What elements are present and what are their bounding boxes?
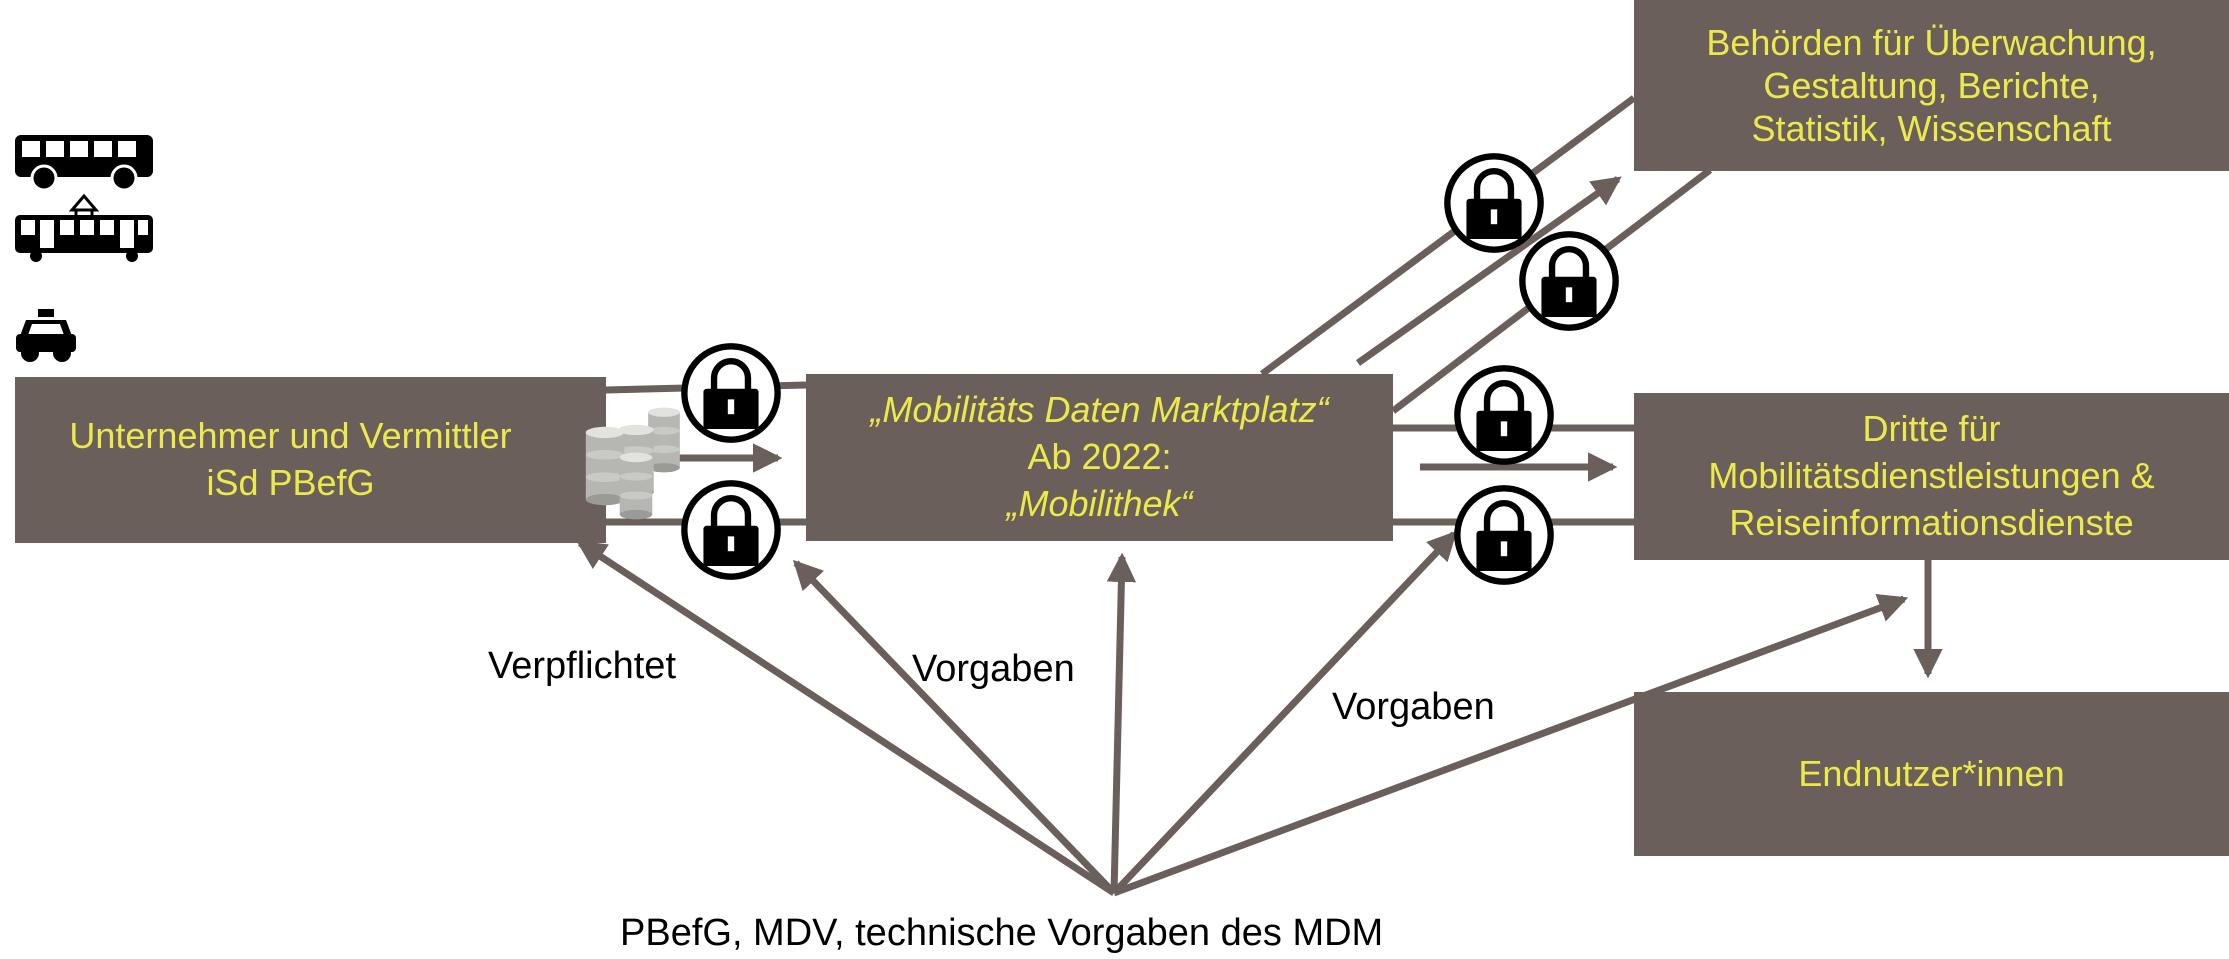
lock-icon bbox=[1447, 156, 1540, 249]
marketplace-since-label: Ab 2022: bbox=[1027, 436, 1172, 478]
specifications-label-2: Vorgaben bbox=[1332, 686, 1495, 728]
marketplace-box: „Mobilitäts Daten Marktplatz“ Ab 2022: „… bbox=[806, 374, 1393, 541]
marketplace-title: „Mobilitäts Daten Marktplatz“ bbox=[870, 389, 1329, 431]
operators-line-2: iSd PBefG bbox=[206, 462, 375, 503]
taxi-icon bbox=[16, 309, 76, 362]
operators-line-1: Unternehmer und Vermittler bbox=[69, 415, 512, 457]
legal-basis-label: PBefG, MDV, technische Vorgaben des MDM bbox=[620, 912, 1384, 954]
end-users-box: Endnutzer*innen bbox=[1634, 692, 2229, 856]
lock-icon bbox=[1457, 488, 1550, 581]
third-parties-line-1: Dritte für bbox=[1862, 408, 2001, 450]
law-to-marketplace-left-arrow bbox=[792, 559, 1117, 896]
third-parties-box: Dritte für Mobilitätsdienstleistungen & … bbox=[1634, 393, 2229, 560]
bus-icon bbox=[15, 135, 153, 191]
arrows bbox=[576, 176, 1943, 897]
third-parties-line-2: Mobilitätsdienstleistungen & bbox=[1708, 455, 2155, 497]
authorities-line-1: Behörden für Überwachung, bbox=[1706, 21, 2157, 63]
authorities-line-3: Statistik, Wissenschaft bbox=[1751, 108, 2112, 150]
marketplace-new-name: „Mobilithek“ bbox=[1006, 482, 1193, 524]
law-to-operators-arrow bbox=[576, 540, 1116, 896]
law-to-third-parties-arrow bbox=[1112, 593, 1909, 897]
database-icon bbox=[585, 407, 680, 520]
authorities-line-2: Gestaltung, Berichte, bbox=[1763, 64, 2100, 106]
end-users-label: Endnutzer*innen bbox=[1798, 752, 2065, 794]
tram-icon bbox=[15, 193, 153, 262]
third-parties-line-3: Reiseinformationsdienste bbox=[1729, 501, 2134, 543]
law-to-third-parties-lock-arrow bbox=[1111, 530, 1458, 896]
lock-icon bbox=[1457, 368, 1550, 461]
lock-icon bbox=[684, 483, 777, 576]
lock-icon bbox=[684, 346, 777, 439]
authorities-box: Behörden für Überwachung, Gestaltung, Be… bbox=[1634, 0, 2229, 171]
marketplace-authorities-line-1 bbox=[1259, 95, 1637, 377]
data-flow-arrow-authorities bbox=[1355, 176, 1622, 366]
operators-box: Unternehmer und Vermittler iSd PBefG bbox=[15, 377, 606, 543]
specifications-label-1: Vorgaben bbox=[912, 648, 1075, 690]
law-to-marketplace-center-arrow bbox=[1106, 552, 1137, 894]
obliged-label: Verpflichtet bbox=[488, 645, 676, 687]
lock-icon bbox=[1522, 234, 1615, 327]
